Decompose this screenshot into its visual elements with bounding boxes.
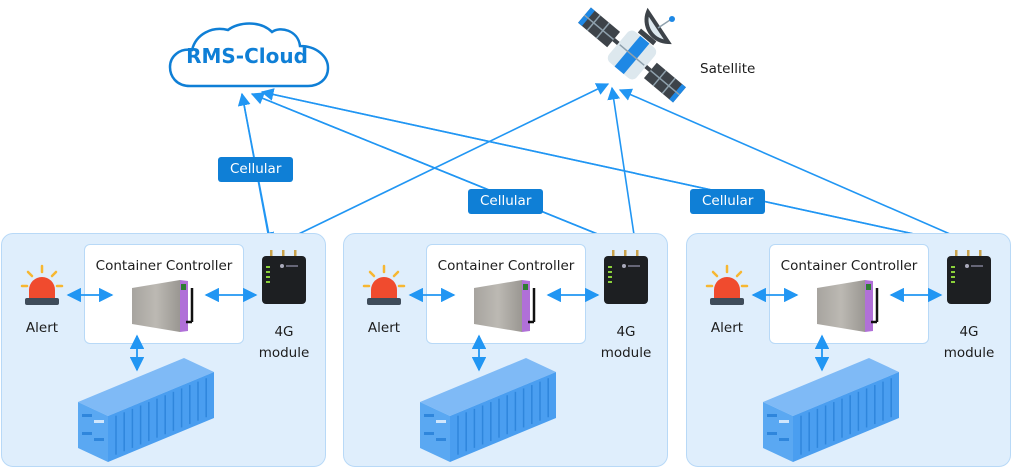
cloud-icon xyxy=(168,22,330,88)
alert-label: Alert xyxy=(367,320,401,336)
4g-module-label-line2: module xyxy=(943,345,995,361)
4g-module-label: 4G module xyxy=(939,322,999,364)
alert-siren-icon xyxy=(705,264,749,305)
shipping-container-icon xyxy=(78,358,214,462)
controller-device-icon xyxy=(474,280,536,332)
site-panel: Container Controller Alert xyxy=(343,233,668,467)
4g-module-label-line2: module xyxy=(258,345,310,361)
satellite-icon xyxy=(578,7,686,103)
alert-siren-icon xyxy=(362,264,406,305)
link-site3-satellite xyxy=(618,88,984,250)
controller-device-icon xyxy=(132,280,194,332)
satellite-label: Satellite xyxy=(700,61,756,77)
link-site2-cloud-arrow xyxy=(251,93,634,250)
cellular-badge: Cellular xyxy=(690,189,766,214)
controller-device-icon xyxy=(817,280,879,332)
cellular-badge: Cellular xyxy=(468,189,544,214)
shipping-container-icon xyxy=(420,358,556,462)
4g-module-label: 4G module xyxy=(596,322,656,364)
link-site3-cloud-arrow xyxy=(261,91,980,252)
4g-module-device-icon xyxy=(262,250,306,304)
4g-module-label: 4G module xyxy=(254,322,314,364)
alert-label: Alert xyxy=(25,320,59,336)
4g-module-device-icon xyxy=(947,250,991,304)
4g-module-label-line1: 4G xyxy=(959,324,979,340)
controller-title: Container Controller xyxy=(95,258,233,274)
site-panel: Container Controller Alert xyxy=(686,233,1011,467)
site-panel: Container Controller Alert xyxy=(1,233,326,467)
alert-siren-icon xyxy=(20,264,64,305)
4g-module-label-line1: 4G xyxy=(274,324,294,340)
cellular-badge: Cellular xyxy=(218,157,294,182)
4g-module-label-line2: module xyxy=(600,345,652,361)
alert-label: Alert xyxy=(710,320,744,336)
4g-module-device-icon xyxy=(604,250,648,304)
internal-links xyxy=(66,287,258,372)
cloud-label: RMS-Cloud xyxy=(186,44,308,68)
shipping-container-icon xyxy=(763,358,899,462)
link-site1-satellite xyxy=(276,83,610,245)
4g-module-label-line1: 4G xyxy=(616,324,636,340)
internal-links xyxy=(751,287,943,372)
controller-title: Container Controller xyxy=(437,258,575,274)
internal-links xyxy=(408,287,600,372)
controller-title: Container Controller xyxy=(780,258,918,274)
